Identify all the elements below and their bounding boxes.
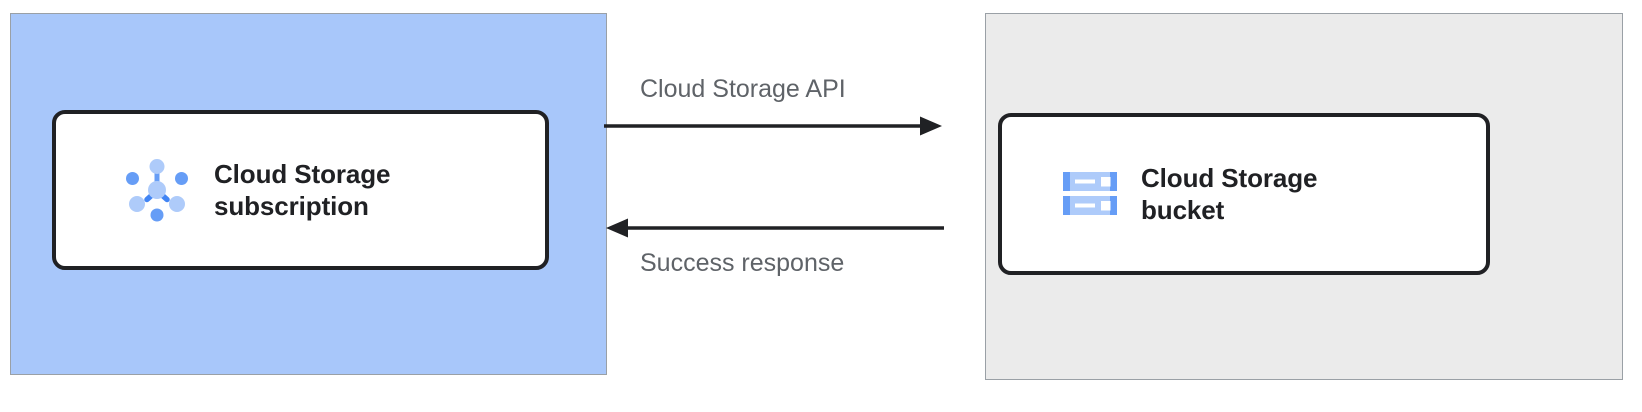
pubsub-subscription-icon <box>126 159 188 222</box>
arrow-response-left <box>606 218 944 238</box>
node-cloud-storage-subscription[interactable]: Cloud Storage subscription <box>52 110 549 270</box>
node-label-cloud-storage-bucket: Cloud Storage bucket <box>1141 162 1318 226</box>
edge-label-success-response: Success response <box>640 249 845 277</box>
node-label-cloud-storage-subscription: Cloud Storage subscription <box>214 158 391 222</box>
cloud-storage-bucket-icon <box>1063 172 1117 215</box>
arrow-request-right <box>604 116 942 136</box>
edge-label-cloud-storage-api: Cloud Storage API <box>640 75 846 103</box>
node-cloud-storage-bucket[interactable]: Cloud Storage bucket <box>998 113 1490 275</box>
